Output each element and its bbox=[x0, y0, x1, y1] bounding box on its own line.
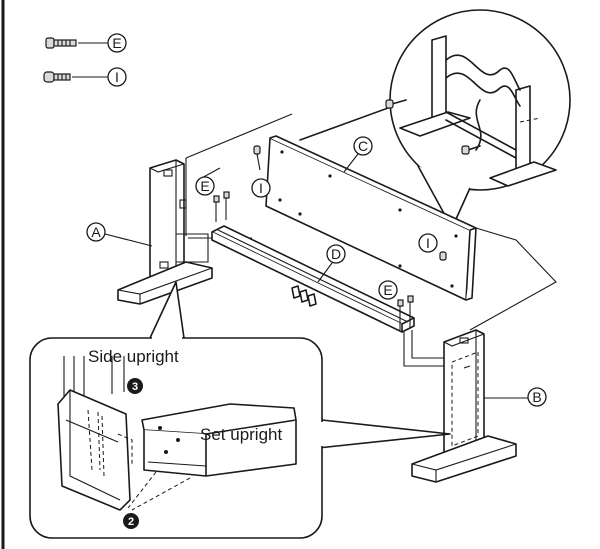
callout-circle bbox=[195, 176, 215, 196]
svg-text:D: D bbox=[331, 246, 341, 262]
svg-text:B: B bbox=[532, 389, 541, 405]
screw-e-right: E bbox=[378, 280, 414, 330]
svg-text:I: I bbox=[259, 180, 263, 196]
callout-circle bbox=[326, 244, 346, 264]
detail-callout-bubble: Side upright Set upright 3 2 bbox=[29, 281, 451, 539]
label-c: C bbox=[343, 136, 373, 173]
legend-screw-i: I bbox=[43, 67, 127, 87]
back-panel-c bbox=[265, 135, 477, 301]
step-2-badge: 2 bbox=[123, 513, 139, 529]
label-b: B bbox=[484, 387, 547, 407]
screw-i-left: I bbox=[251, 145, 271, 198]
svg-text:2: 2 bbox=[128, 516, 134, 528]
svg-text:C: C bbox=[358, 138, 368, 154]
svg-text:E: E bbox=[383, 282, 392, 298]
magnified-view-top-right bbox=[294, 9, 571, 229]
screw-i-right: I bbox=[418, 233, 447, 261]
callout-circle bbox=[107, 33, 127, 53]
side-upright-b bbox=[411, 329, 517, 483]
callout-circle bbox=[378, 280, 398, 300]
side-upright-a bbox=[117, 159, 213, 305]
screw-e-icon bbox=[45, 37, 77, 49]
callout-circle bbox=[86, 222, 106, 242]
screw-e-left: E bbox=[195, 176, 230, 222]
callout-circle bbox=[107, 67, 127, 87]
svg-text:A: A bbox=[91, 224, 101, 240]
side-upright-label: Side upright bbox=[88, 347, 179, 366]
callout-circle bbox=[527, 387, 547, 407]
svg-text:3: 3 bbox=[132, 381, 138, 393]
label-d: D bbox=[317, 244, 346, 283]
label-a: A bbox=[86, 222, 153, 247]
callout-circle bbox=[418, 233, 438, 253]
legend-label-e: E bbox=[112, 35, 121, 51]
svg-text:I: I bbox=[426, 235, 430, 251]
pedal-bar-d bbox=[211, 225, 415, 333]
callout-circle bbox=[251, 178, 271, 198]
callout-circle bbox=[353, 136, 373, 156]
svg-text:E: E bbox=[200, 178, 209, 194]
screw-i-icon bbox=[43, 71, 71, 83]
set-upright-label: Set upright bbox=[200, 425, 282, 444]
legend-screw-e: E bbox=[45, 33, 127, 53]
step-3-badge: 3 bbox=[127, 378, 143, 394]
legend-label-i: I bbox=[115, 69, 119, 85]
